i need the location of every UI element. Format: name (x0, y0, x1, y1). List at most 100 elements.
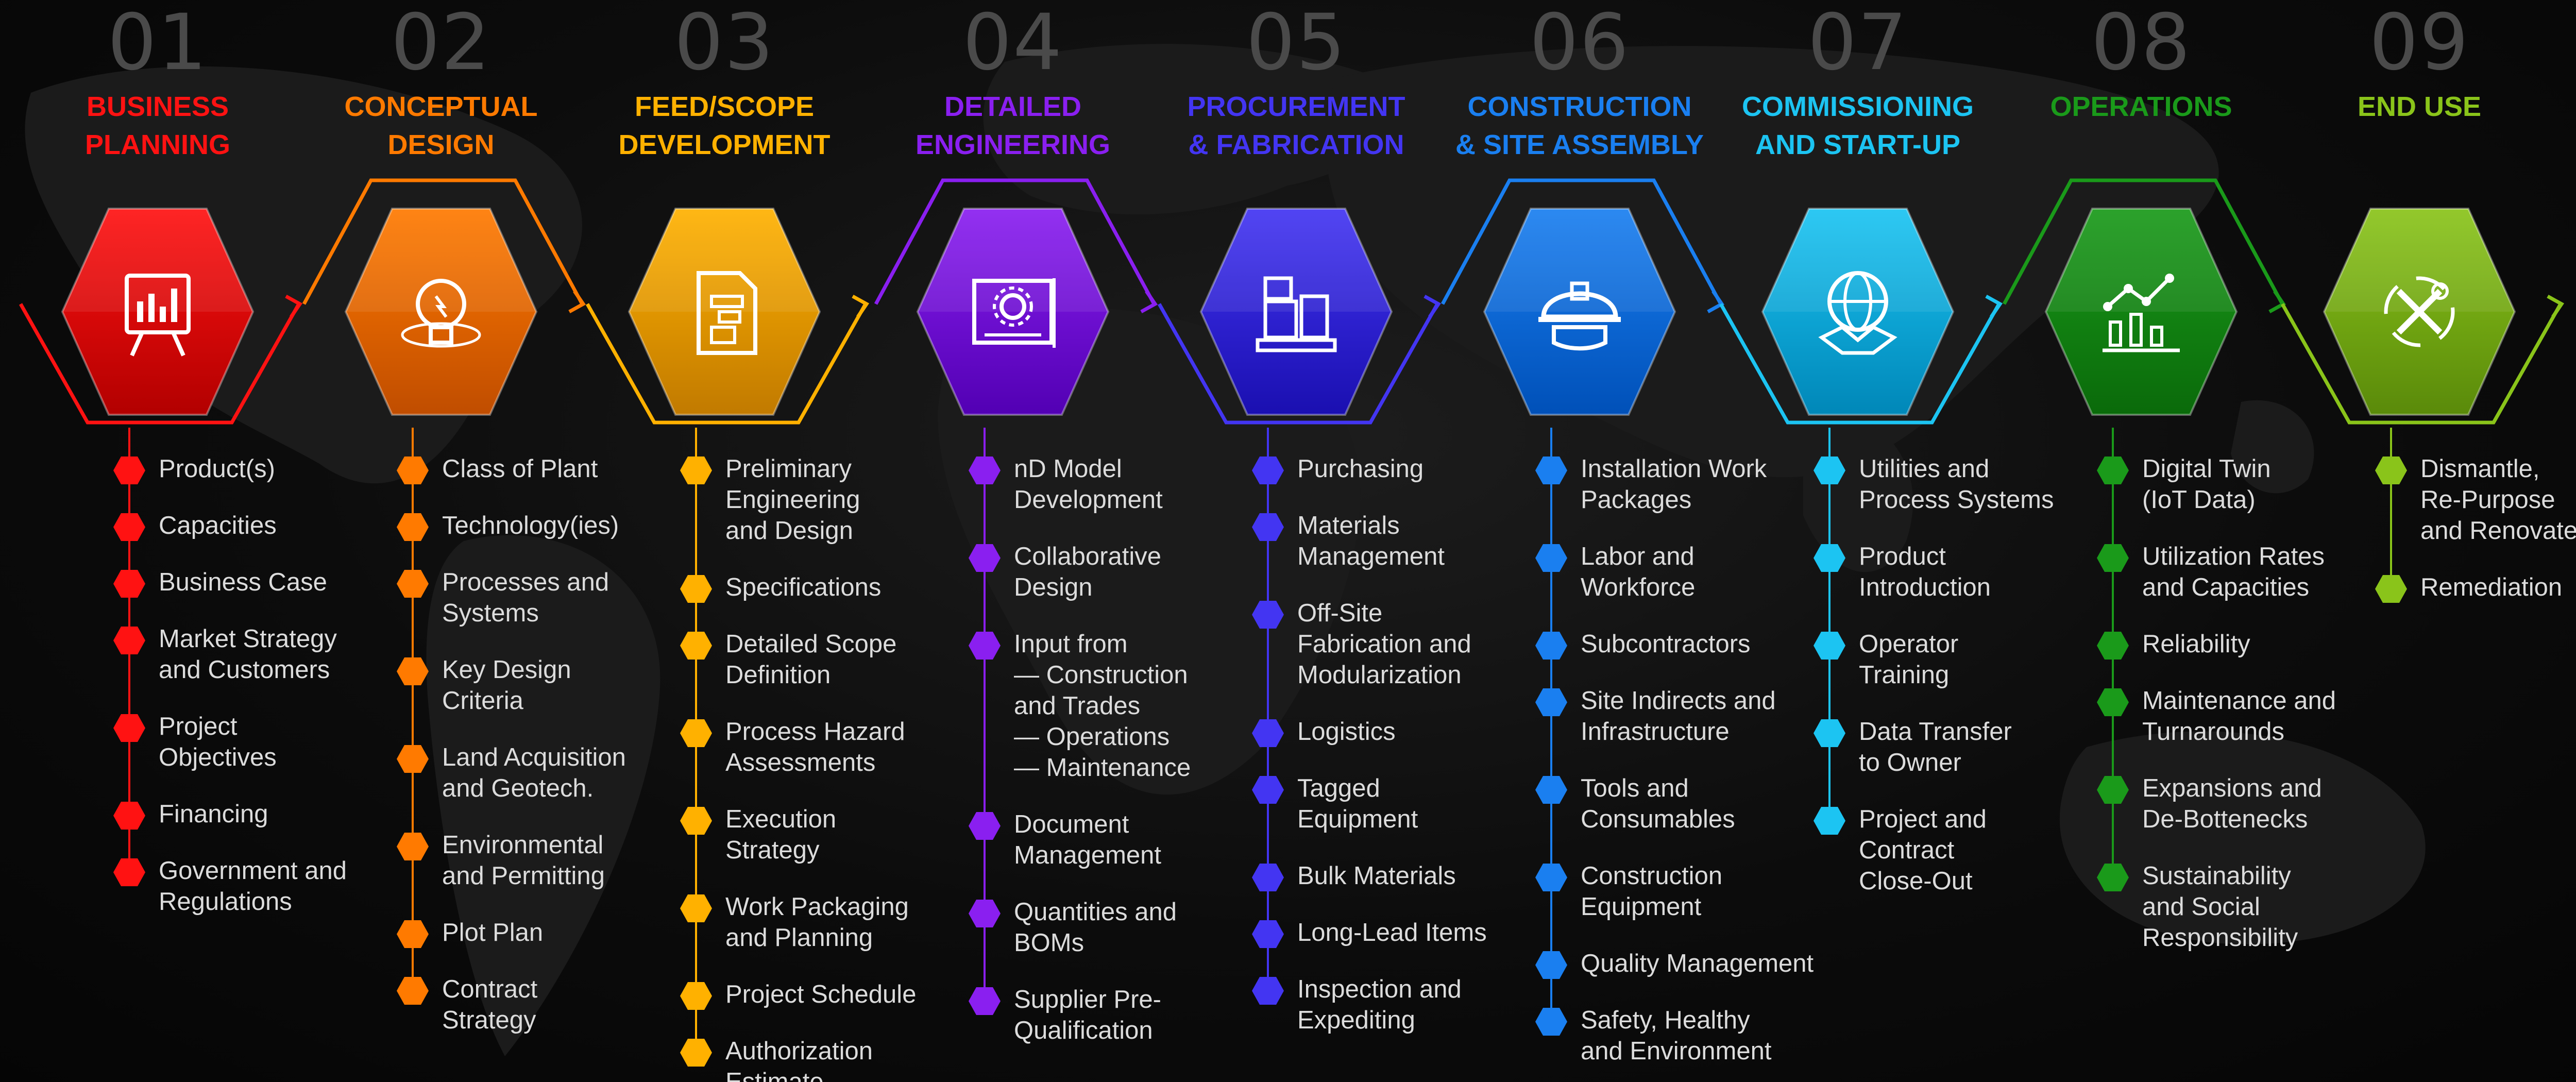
list-item-text: Project Objectives (159, 713, 277, 771)
phase-number: 05 (1246, 0, 1347, 88)
list-item-text: Processes and Systems (442, 568, 609, 627)
connector-line (412, 428, 414, 989)
list-item-text: Government and Regulations (159, 857, 347, 916)
list-item-text: Materials Management (1297, 512, 1445, 570)
list-item-text: Specifications (725, 573, 882, 601)
list-item-text: Utilization Rates and Capacities (2142, 543, 2325, 601)
phase-number: 01 (107, 0, 208, 88)
list-item: Execution Strategy (679, 804, 968, 866)
phase-hexagon (1198, 204, 1394, 420)
list-item: Site Indirects and Infrastructure (1534, 685, 1823, 747)
connector-line (695, 428, 697, 1051)
phase-hexagon (343, 204, 539, 420)
list-item-text: Installation Work Packages (1581, 455, 1767, 514)
list-item-text: Reliability (2142, 630, 2250, 658)
list-item-text: Contract Strategy (442, 975, 538, 1034)
phase-title: PROCUREMENT & FABRICATION (1187, 91, 1405, 160)
list-item-text: nD Model Development (1014, 455, 1163, 514)
list-item-text: Project Schedule (725, 980, 917, 1008)
phase-hexagon (1760, 204, 1956, 420)
list-item-text: Product(s) (159, 455, 276, 483)
hexagon-bullet-icon (1814, 807, 1845, 835)
fabrication-machinery-icon (1256, 276, 1337, 352)
connector-line (984, 428, 986, 1000)
list-item-text: Class of Plant (442, 455, 598, 483)
document-blueprint-icon (697, 271, 757, 355)
list-item-text: Execution Strategy (725, 805, 837, 864)
list-item: Government and Regulations (112, 855, 401, 917)
list-item-text: Quantities and BOMs (1014, 898, 1177, 957)
presentation-board-icon (125, 274, 191, 357)
phase-number: 07 (1807, 0, 1908, 88)
list-item-text: Off-Site Fabrication and Modularization (1297, 599, 1471, 689)
list-item-text: Preliminary Engineering and Design (725, 455, 860, 545)
list-item-text: Operator Training (1859, 630, 1959, 689)
list-item: Capacities (112, 510, 401, 541)
hexagon-bullet-icon (113, 858, 145, 886)
list-item-text: Plot Plan (442, 919, 544, 946)
list-item: Project Schedule (679, 979, 968, 1010)
list-item: Sustainability and Social Responsibility (2096, 860, 2384, 953)
list-item: Remediation (2374, 572, 2576, 603)
list-item-text: Quality Management (1581, 950, 1814, 977)
list-item-text: Data Transfer to Owner (1859, 718, 2012, 776)
list-item: Reliability (2096, 629, 2384, 660)
phase-item-list: Digital Twin (IoT Data) Utilization Rates… (2096, 453, 2384, 979)
list-item-text: Land Acquisition and Geotech. (442, 743, 626, 802)
list-item: Off-Site Fabrication and Modularization (1251, 598, 1539, 690)
flow-arrow (302, 178, 586, 314)
phase-hexagon (2321, 204, 2517, 420)
hexagon-bullet-icon (680, 1039, 712, 1067)
list-item-text: Purchasing (1297, 455, 1424, 483)
list-item-text: Capacities (159, 512, 277, 539)
list-item: Business Case (112, 567, 401, 598)
gear-drawing-icon (972, 278, 1056, 348)
list-item: Authorization Estimate (679, 1036, 968, 1082)
list-item-text: Digital Twin (IoT Data) (2142, 455, 2271, 514)
flow-arrow (585, 294, 870, 425)
hexagon-bullet-icon (1252, 977, 1284, 1005)
list-item-text: Financing (159, 800, 268, 828)
globe-handshake-icon (1818, 271, 1897, 355)
list-item: Supplier Pre- Qualification (968, 984, 1256, 1046)
list-item-text: Key Design Criteria (442, 656, 571, 715)
list-item-text: Remediation (2420, 573, 2563, 601)
list-item: Utilities and Process Systems (1812, 453, 2101, 515)
list-item-text: Authorization Estimate (725, 1037, 873, 1082)
tools-recycle-icon (2384, 276, 2455, 347)
flow-arrow (1719, 294, 2003, 425)
list-item-text: Supplier Pre- Qualification (1014, 986, 1161, 1044)
list-item-text: Sustainability and Social Responsibility (2142, 862, 2298, 952)
list-item: Construction Equipment (1534, 860, 1823, 922)
list-item-text: Safety, Healthy and Environment (1581, 1006, 1772, 1065)
hexagon-bullet-icon (2097, 864, 2129, 891)
connector-line (1267, 428, 1269, 989)
list-item-text: Work Packaging and Planning (725, 893, 909, 952)
connector-line (1550, 428, 1552, 1020)
list-item: Expansions and De-Bottenecks (2096, 773, 2384, 835)
list-item: Detailed Scope Definition (679, 629, 968, 690)
list-item-text: Input from — Construction and Trades — O… (1014, 630, 1191, 782)
phase-number: 08 (2091, 0, 2192, 88)
list-item: Work Packaging and Planning (679, 891, 968, 953)
list-item-text: Environmental and Permitting (442, 831, 605, 890)
list-item-text: Utilities and Process Systems (1859, 455, 2054, 514)
list-item: nD Model Development (968, 453, 1256, 515)
list-item-text: Tools and Consumables (1581, 774, 1735, 833)
list-item: Data Transfer to Owner (1812, 716, 2101, 778)
phase-title: END USE (2357, 91, 2482, 122)
connector-line (1828, 428, 1831, 819)
hexagon-bullet-icon (397, 977, 429, 1005)
list-item: Project and Contract Close-Out (1812, 804, 2101, 897)
phase-hexagon (915, 204, 1111, 420)
list-item: Dismantle, Re-Purpose and Renovate (2374, 453, 2576, 546)
phase-hexagon (626, 204, 822, 420)
